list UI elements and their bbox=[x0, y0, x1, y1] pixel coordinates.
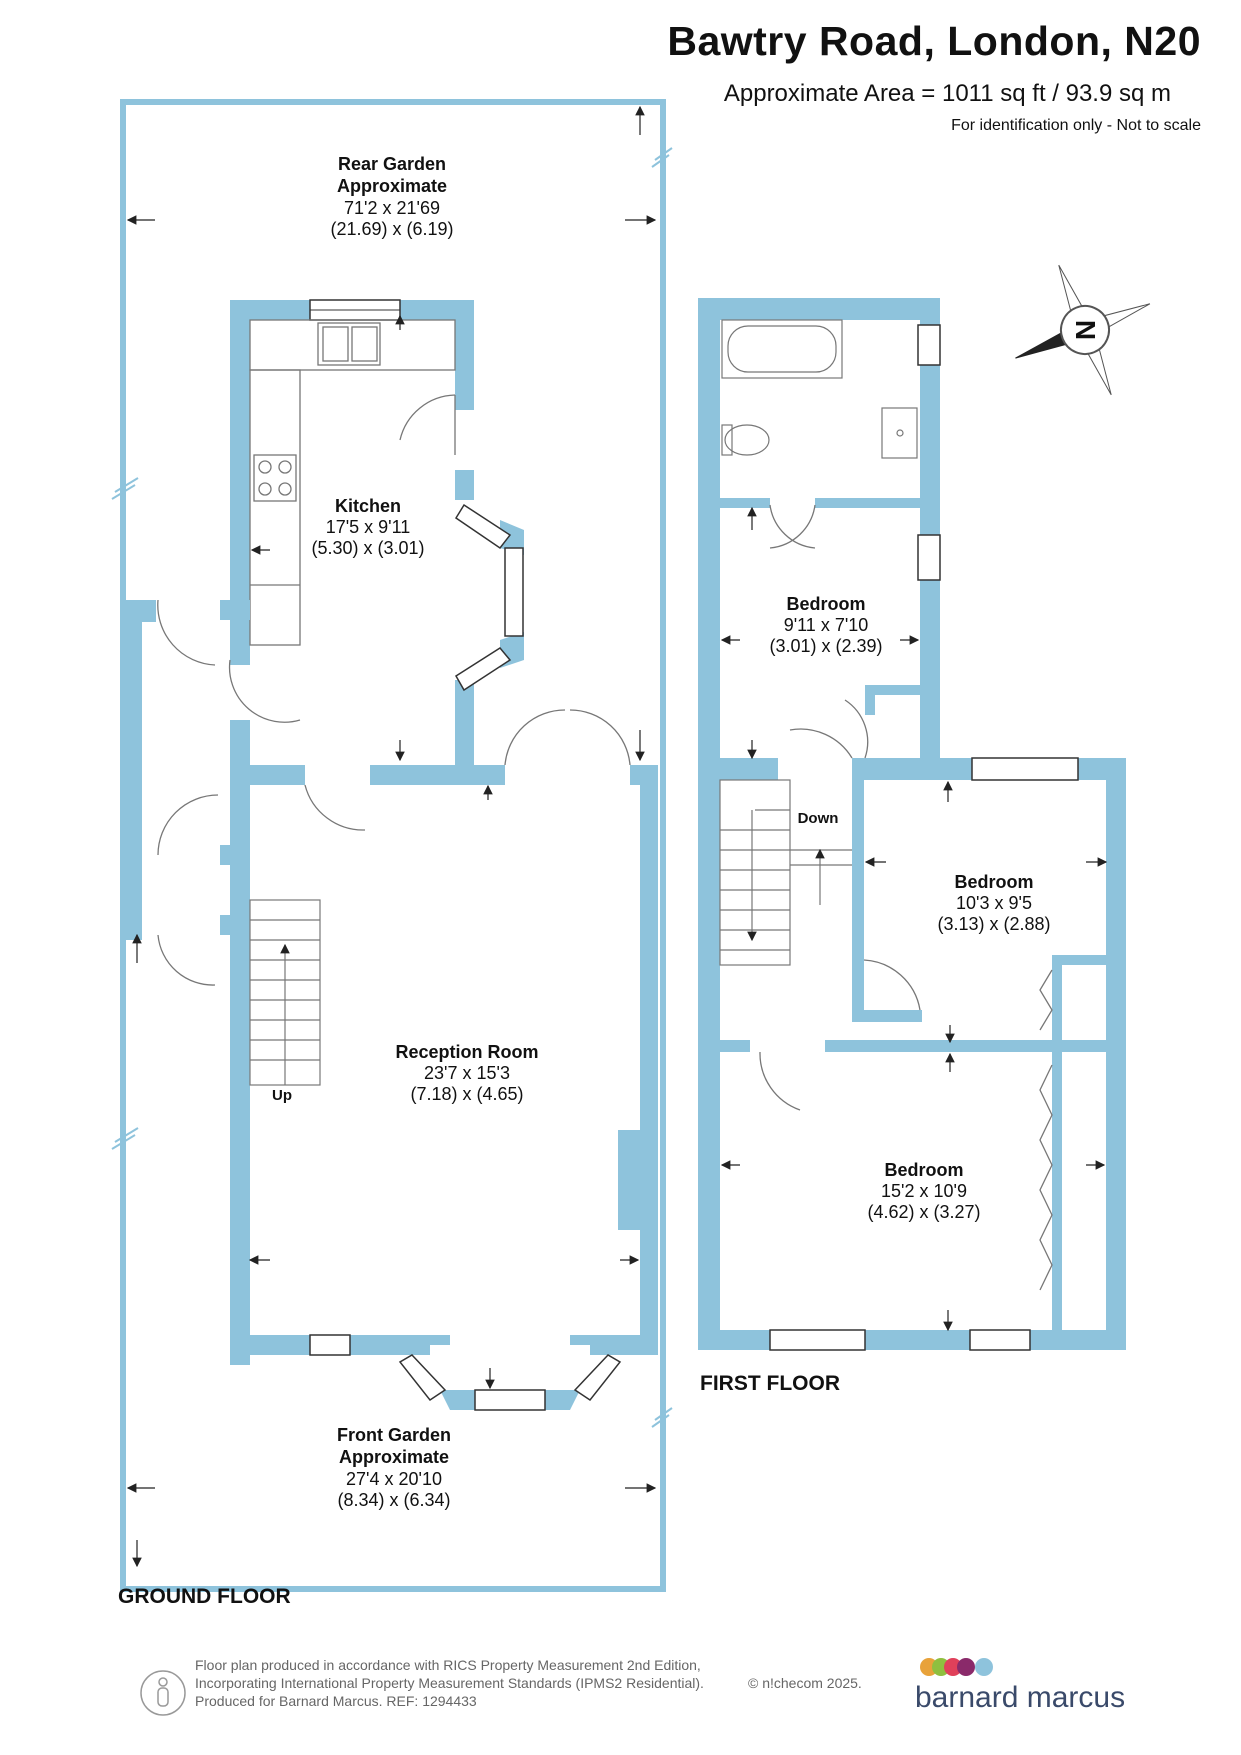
reception-metric: (7.18) x (4.65) bbox=[410, 1084, 523, 1104]
stairs-down-label: Down bbox=[798, 810, 839, 827]
first-floor-windows bbox=[769, 324, 1079, 1351]
bedroom2-metric: (3.13) x (2.88) bbox=[937, 914, 1050, 934]
rear-garden-metric: (21.69) x (6.19) bbox=[330, 219, 453, 239]
compass-north-label: N bbox=[1070, 320, 1101, 340]
bedroom1-name: Bedroom bbox=[786, 594, 865, 614]
kitchen-units bbox=[249, 319, 456, 646]
kitchen-imperial: 17'5 x 9'11 bbox=[326, 517, 411, 537]
plot-boundary bbox=[120, 99, 666, 1592]
scale-note: For identification only - Not to scale bbox=[951, 117, 1201, 134]
area-summary: Approximate Area = 1011 sq ft / 93.9 sq … bbox=[723, 80, 1171, 107]
bedroom3-name: Bedroom bbox=[884, 1160, 963, 1180]
boundary-breaks bbox=[111, 147, 673, 1428]
front-garden-name: Front Garden bbox=[337, 1425, 451, 1445]
footer-line-1: Floor plan produced in accordance with R… bbox=[195, 1657, 701, 1673]
ground-stairs bbox=[249, 899, 321, 1086]
brand-logo-dots-icon bbox=[920, 1658, 993, 1676]
page-title: Bawtry Road, London, N20 bbox=[667, 18, 1201, 64]
footer-line-2: Incorporating International Property Mea… bbox=[195, 1675, 704, 1691]
first-floor-dimension-arrows bbox=[720, 506, 1108, 1332]
reception-name: Reception Room bbox=[395, 1042, 538, 1062]
measurement-person-icon bbox=[140, 1670, 186, 1716]
bedroom1-imperial: 9'11 x 7'10 bbox=[784, 615, 869, 635]
reception-imperial: 23'7 x 15'3 bbox=[424, 1063, 510, 1083]
kitchen-name: Kitchen bbox=[335, 496, 401, 516]
first-floor-doors bbox=[759, 504, 1053, 1291]
first-floor-walls bbox=[698, 298, 1126, 1350]
bedroom2-name: Bedroom bbox=[954, 872, 1033, 892]
kitchen-metric: (5.30) x (3.01) bbox=[311, 538, 424, 558]
bedroom1-metric: (3.01) x (2.39) bbox=[769, 636, 882, 656]
first-floor-stairs bbox=[719, 779, 852, 966]
front-garden-imperial: 27'4 x 20'10 bbox=[346, 1469, 442, 1489]
bedroom3-imperial: 15'2 x 10'9 bbox=[881, 1181, 967, 1201]
compass-icon: N bbox=[1015, 264, 1151, 396]
footer: Floor plan produced in accordance with R… bbox=[140, 1657, 1125, 1716]
bathroom-fixtures bbox=[721, 319, 918, 459]
footer-copyright: © n!checom 2025. bbox=[748, 1675, 862, 1691]
ground-doors bbox=[157, 599, 631, 986]
ground-floor: Rear Garden Approximate 71'2 x 21'69 (21… bbox=[111, 99, 673, 1608]
side-passage-wall bbox=[122, 600, 142, 940]
rear-garden-approx: Approximate bbox=[337, 176, 447, 196]
front-garden-approx: Approximate bbox=[339, 1447, 449, 1467]
rear-garden-name: Rear Garden bbox=[338, 154, 446, 174]
rear-garden-imperial: 71'2 x 21'69 bbox=[344, 198, 440, 218]
kitchen-walls bbox=[230, 300, 524, 1365]
bedroom2-imperial: 10'3 x 9'5 bbox=[956, 893, 1032, 913]
footer-line-3: Produced for Barnard Marcus. REF: 129443… bbox=[195, 1693, 477, 1709]
first-floor-label: FIRST FLOOR bbox=[700, 1372, 840, 1395]
brand-logo-text: barnard marcus bbox=[915, 1681, 1125, 1714]
reception-walls bbox=[220, 600, 658, 1410]
stairs-up-label: Up bbox=[272, 1087, 292, 1104]
ground-floor-label: GROUND FLOOR bbox=[118, 1585, 291, 1608]
ground-dimension-arrows bbox=[126, 105, 657, 1568]
front-garden-metric: (8.34) x (6.34) bbox=[337, 1490, 450, 1510]
first-floor: Bedroom 9'11 x 7'10 (3.01) x (2.39) Down… bbox=[698, 298, 1126, 1395]
bedroom3-metric: (4.62) x (3.27) bbox=[867, 1202, 980, 1222]
